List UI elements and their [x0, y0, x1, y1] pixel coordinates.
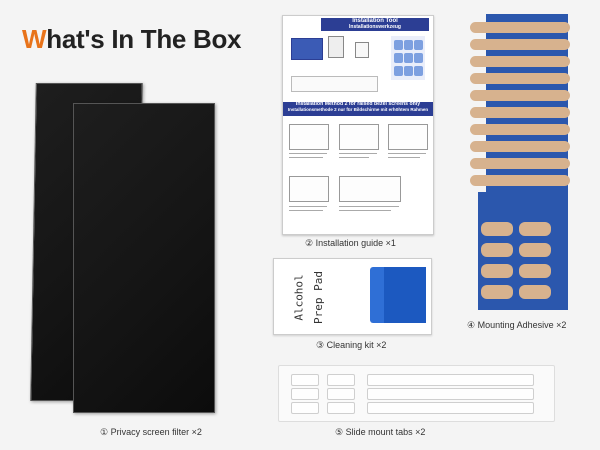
guide-step-5 [339, 176, 401, 202]
caption-privacy-screen: ① Privacy screen filter ×2 [100, 427, 202, 437]
guide-step-3 [388, 124, 428, 150]
adhesive-strip [470, 22, 570, 33]
title-first-letter: W [22, 24, 47, 54]
adhesive-strip [470, 124, 570, 135]
prep-pad-line2: Prep Pad [311, 271, 325, 324]
adhesive-sheet-image [391, 36, 425, 80]
adhesive-pad [481, 264, 513, 278]
adhesive-strip [470, 56, 570, 67]
adhesive-pad [519, 222, 551, 236]
guide-method-title: Installation Method 2 for raised bezel s… [295, 101, 421, 107]
privacy-screen-filter-front [73, 103, 215, 413]
caption-cleaning-kit: ③ Cleaning kit ×2 [316, 340, 387, 350]
prep-pad-image [328, 36, 344, 58]
guide-step-4 [289, 176, 329, 202]
guide-title-band: Installation Tool Installationswerkzeug [321, 18, 429, 31]
guide-subtitle: Installationswerkzeug [349, 24, 401, 30]
installation-guide-card: Installation Tool Installationswerkzeug … [282, 15, 434, 235]
adhesive-pad [481, 285, 513, 299]
caption-installation-guide: ② Installation guide ×1 [305, 238, 396, 248]
adhesive-strip [470, 73, 570, 84]
guide-step-1 [289, 124, 329, 150]
installation-tool-image [291, 38, 323, 60]
mount-tabs-image [291, 76, 378, 92]
title-rest: hat's In The Box [46, 24, 242, 54]
adhesive-pad [519, 285, 551, 299]
adhesive-pad [519, 264, 551, 278]
page-title: What's In The Box [22, 24, 242, 55]
prep-pad-label: Alcohol Prep Pad [284, 263, 354, 329]
adhesive-strip [470, 107, 570, 118]
alcohol-prep-pad: Alcohol Prep Pad [273, 258, 432, 335]
adhesive-strip [470, 141, 570, 152]
adhesive-pad [481, 222, 513, 236]
adhesive-strip [470, 90, 570, 101]
slide-mount-tabs-sheet [278, 365, 555, 422]
guide-title: Installation Tool [352, 18, 398, 24]
cleaning-cloth-image [355, 42, 369, 58]
guide-method-subtitle: Installationsmethode 2 nur für Bildschir… [287, 107, 429, 112]
prep-pad-blue-pouch [370, 267, 426, 323]
caption-slide-mount-tabs: ⑤ Slide mount tabs ×2 [335, 427, 426, 437]
adhesive-pad [519, 243, 551, 257]
adhesive-strip [470, 175, 570, 186]
adhesive-strip [470, 39, 570, 50]
caption-mounting-adhesive: ④ Mounting Adhesive ×2 [467, 320, 567, 330]
guide-step-2 [339, 124, 379, 150]
adhesive-pad [481, 243, 513, 257]
guide-method-band: Installation Method 2 for raised bezel s… [283, 101, 433, 116]
prep-pad-line1: Alcohol [292, 274, 306, 321]
adhesive-strip [470, 158, 570, 169]
